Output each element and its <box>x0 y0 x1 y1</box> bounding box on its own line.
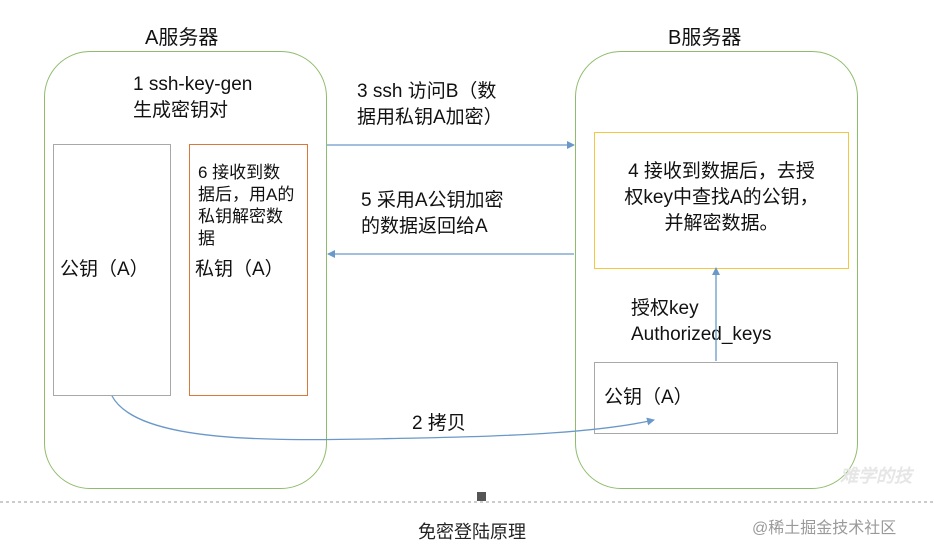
step4-box: 4 接收到数据后，去授 权key中查找A的公钥， 并解密数据。 <box>594 132 849 269</box>
divider-handle <box>477 492 486 501</box>
server-b-public-key-box: 公钥（A） <box>594 362 838 434</box>
step1-line1: 1 ssh-key-gen <box>133 74 253 95</box>
step6-line: 据 <box>198 229 215 248</box>
step4-line: 4 接收到数据后，去授 <box>628 161 815 182</box>
step5-line1: 5 采用A公钥加密 <box>361 190 504 211</box>
step4-line: 权key中查找A的公钥， <box>624 187 819 208</box>
step6-line: 据后，用A的 <box>198 185 295 204</box>
step5-text: 5 采用A公钥加密 的数据返回给A <box>361 188 504 240</box>
source-watermark: @稀土掘金技术社区 <box>752 520 897 537</box>
authorized-keys-line1: 授权key <box>631 298 699 319</box>
step1-text: 1 ssh-key-gen 生成密钥对 <box>133 72 252 124</box>
server-b-public-key-label: 公钥（A） <box>604 387 693 408</box>
server-a-title: A服务器 <box>145 27 219 49</box>
step4-text: 4 接收到数据后，去授 权key中查找A的公钥， 并解密数据。 <box>595 159 848 237</box>
step1-line2: 生成密钥对 <box>133 100 229 121</box>
authorized-keys-line2: Authorized_keys <box>631 324 772 345</box>
server-a-private-key-label: 私钥（A） <box>195 259 284 280</box>
step4-line: 并解密数据。 <box>664 213 779 234</box>
step3-line1: 3 ssh 访问B（数 <box>357 81 497 102</box>
figure-caption: 免密登陆原理 <box>418 522 526 543</box>
server-a-public-key-box: 公钥（A） <box>53 144 171 396</box>
server-a-public-key-label: 公钥（A） <box>60 259 149 280</box>
server-a-private-key-box: 6 接收到数 据后，用A的 私钥解密数 据 私钥（A） <box>189 144 308 396</box>
step6-line: 6 接收到数 <box>198 163 281 182</box>
step5-line2: 的数据返回给A <box>361 216 488 237</box>
step2-copy-arrow <box>111 395 655 441</box>
step6-line: 私钥解密数 <box>198 207 283 226</box>
step3-line2: 据用私钥A加密） <box>357 107 503 128</box>
step2-label: 2 拷贝 <box>412 413 466 434</box>
server-b-title: B服务器 <box>668 27 742 49</box>
faint-watermark: 难学的技 <box>840 466 912 487</box>
authorized-keys-text: 授权key Authorized_keys <box>631 296 771 348</box>
step3-text: 3 ssh 访问B（数 据用私钥A加密） <box>357 79 503 131</box>
step6-text: 6 接收到数 据后，用A的 私钥解密数 据 <box>198 162 294 250</box>
